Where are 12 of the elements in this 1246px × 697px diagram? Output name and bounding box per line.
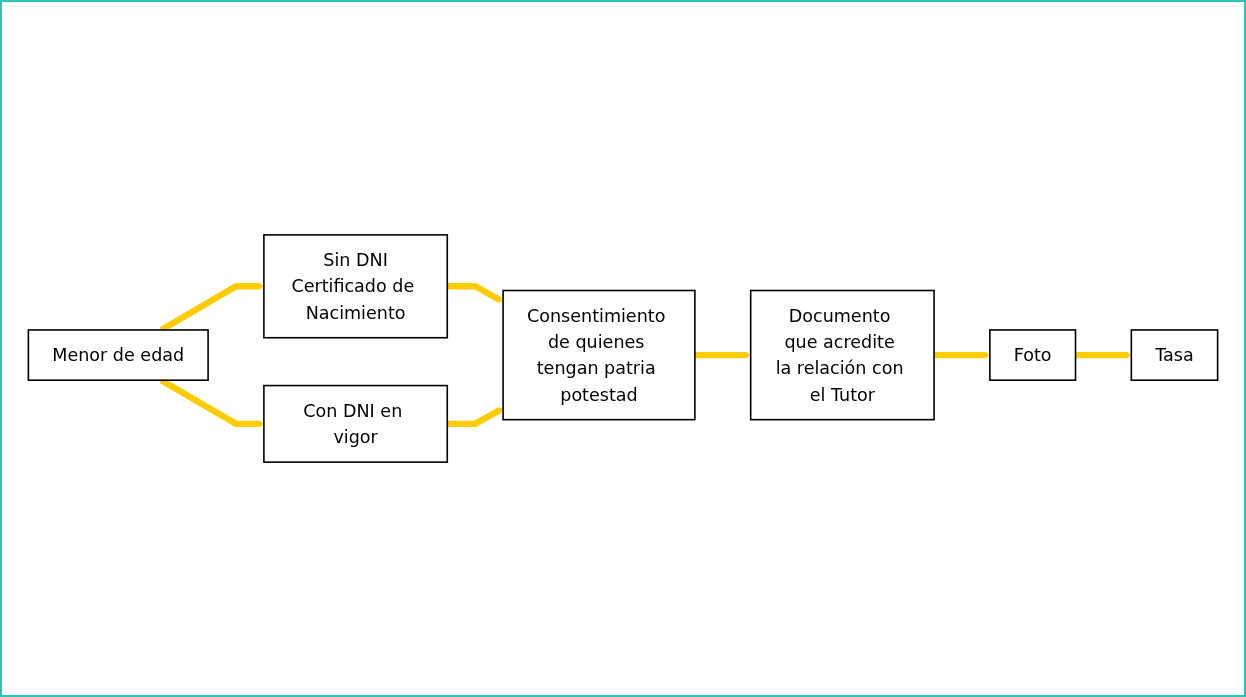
arrow (1075, 351, 1132, 359)
arrow (934, 351, 991, 359)
arrow (447, 283, 504, 304)
arrow (694, 351, 751, 359)
node-box (1130, 329, 1219, 381)
node-box (27, 329, 209, 381)
node-box (263, 384, 449, 463)
node-box (263, 234, 449, 339)
node-box (749, 289, 935, 421)
node-box (989, 329, 1077, 381)
arrow (447, 407, 504, 428)
node-box (502, 289, 696, 421)
